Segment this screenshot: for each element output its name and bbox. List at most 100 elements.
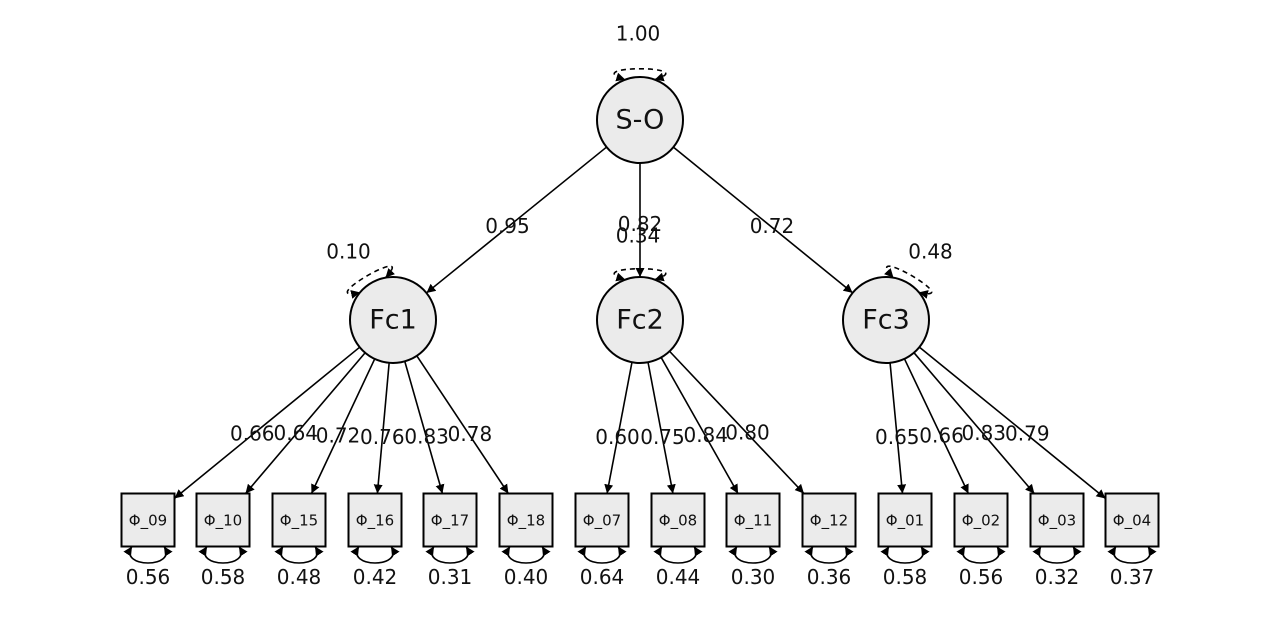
indicator-box (574, 492, 630, 548)
path-fc1-to-phi-10 (244, 352, 366, 495)
latent-node-fc1: Fc1 (349, 276, 437, 364)
loading-label-phi-09: 0.66 (230, 421, 275, 445)
path-fc2-to-phi-12 (668, 350, 805, 495)
latent-node-s-o: S-O (596, 76, 684, 164)
phi-08-residual-label: 0.44 (656, 565, 701, 589)
indicator-label: Φ_11 (734, 512, 772, 531)
path-fc2-to-phi-11 (660, 357, 739, 494)
indicator-label: Φ_08 (659, 512, 697, 531)
loading-label-phi-04: 0.79 (1005, 421, 1050, 445)
phi-17-residual-arrow (425, 546, 475, 564)
path-fc1-to-phi-09 (173, 346, 361, 499)
indicator-node-phi-09: Φ_09 (120, 492, 176, 548)
phi-15-residual-label: 0.48 (277, 565, 322, 589)
latent-node-fc2: Fc2 (596, 276, 684, 364)
indicator-box (801, 492, 857, 548)
phi-02-residual-label: 0.56 (959, 565, 1004, 589)
path-fc3-to-phi-01 (889, 362, 907, 494)
latent-circle (349, 276, 437, 364)
phi-04-residual-arrow (1107, 546, 1157, 564)
phi-15-residual-arrow (274, 546, 324, 564)
fc3-variance-label: 0.48 (908, 239, 953, 263)
phi-09-residual-arrow (123, 546, 173, 564)
indicator-node-phi-04: Φ_04 (1104, 492, 1160, 548)
indicator-label: Φ_09 (129, 512, 167, 531)
fc1-variance-label: 0.10 (326, 239, 371, 263)
indicator-box (1104, 492, 1160, 548)
path-fc3-to-phi-04 (918, 346, 1107, 500)
phi-04-residual-label: 0.37 (1110, 565, 1155, 589)
indicator-label: Φ_07 (583, 512, 621, 531)
latent-circle (842, 276, 930, 364)
indicator-label: Φ_12 (810, 512, 848, 531)
indicator-box (347, 492, 403, 548)
path-fc1-to-phi-16 (373, 362, 390, 494)
phi-01-residual-label: 0.58 (883, 565, 928, 589)
indicator-box (271, 492, 327, 548)
path-fc1-to-phi-18 (416, 355, 510, 494)
path-fc3-to-phi-03 (913, 352, 1035, 495)
indicator-box (725, 492, 781, 548)
latent-circle (596, 76, 684, 164)
indicator-box (1029, 492, 1085, 548)
s-o-variance-loop (613, 68, 667, 82)
latent-label: S-O (616, 105, 665, 136)
fc1-variance-loop (346, 265, 395, 299)
latent-label: Fc2 (616, 305, 664, 336)
loading-label-fc2: 0.82 (618, 212, 663, 236)
loading-label-phi-17: 0.83 (404, 424, 449, 448)
loading-label-phi-18: 0.78 (448, 422, 493, 446)
loading-label-phi-03: 0.83 (962, 421, 1007, 445)
phi-16-residual-arrow (350, 546, 400, 564)
phi-17-residual-label: 0.31 (428, 565, 473, 589)
path-s-o-to-fc1 (425, 146, 608, 294)
loading-label-fc3: 0.72 (750, 214, 795, 238)
indicator-box (650, 492, 706, 548)
phi-10-residual-label: 0.58 (201, 565, 246, 589)
phi-18-residual-label: 0.40 (504, 565, 549, 589)
phi-07-residual-arrow (577, 546, 627, 564)
loading-label-phi-12: 0.80 (725, 420, 770, 444)
phi-11-residual-label: 0.30 (731, 565, 776, 589)
path-fc2-to-phi-08 (647, 362, 676, 494)
loading-label-phi-08: 0.75 (640, 425, 685, 449)
indicator-label: Φ_16 (356, 512, 394, 531)
loading-label-phi-11: 0.84 (683, 423, 728, 447)
phi-07-residual-label: 0.64 (580, 565, 625, 589)
phi-16-residual-label: 0.42 (353, 565, 398, 589)
phi-11-residual-arrow (728, 546, 778, 564)
phi-03-residual-arrow (1032, 546, 1082, 564)
indicator-node-phi-08: Φ_08 (650, 492, 706, 548)
indicator-node-phi-01: Φ_01 (877, 492, 933, 548)
indicator-node-phi-10: Φ_10 (195, 492, 251, 548)
indicator-box (195, 492, 251, 548)
latent-node-fc3: Fc3 (842, 276, 930, 364)
phi-08-residual-arrow (653, 546, 703, 564)
indicator-box (953, 492, 1009, 548)
path-fc3-to-phi-02 (903, 358, 970, 494)
path-fc2-to-phi-07 (604, 362, 633, 494)
indicator-box (120, 492, 176, 548)
phi-12-residual-arrow (804, 546, 854, 564)
latent-circle (596, 276, 684, 364)
phi-09-residual-label: 0.56 (126, 565, 171, 589)
s-o-variance-label: 1.00 (616, 22, 661, 46)
indicator-label: Φ_10 (204, 512, 242, 531)
indicator-node-phi-03: Φ_03 (1029, 492, 1085, 548)
path-s-o-to-fc3 (672, 146, 854, 294)
loading-label-phi-16: 0.76 (360, 425, 405, 449)
indicator-box (422, 492, 478, 548)
loading-label-phi-15: 0.72 (316, 423, 361, 447)
phi-18-residual-arrow (501, 546, 551, 564)
indicator-node-phi-18: Φ_18 (498, 492, 554, 548)
indicator-node-phi-17: Φ_17 (422, 492, 478, 548)
indicator-node-phi-11: Φ_11 (725, 492, 781, 548)
path-fc1-to-phi-17 (404, 361, 445, 494)
indicator-label: Φ_02 (962, 512, 1000, 531)
loading-label-phi-07: 0.60 (595, 425, 640, 449)
indicator-label: Φ_01 (886, 512, 924, 531)
indicator-label: Φ_04 (1113, 512, 1151, 531)
indicator-node-phi-02: Φ_02 (953, 492, 1009, 548)
path-fc1-to-phi-15 (310, 358, 376, 494)
